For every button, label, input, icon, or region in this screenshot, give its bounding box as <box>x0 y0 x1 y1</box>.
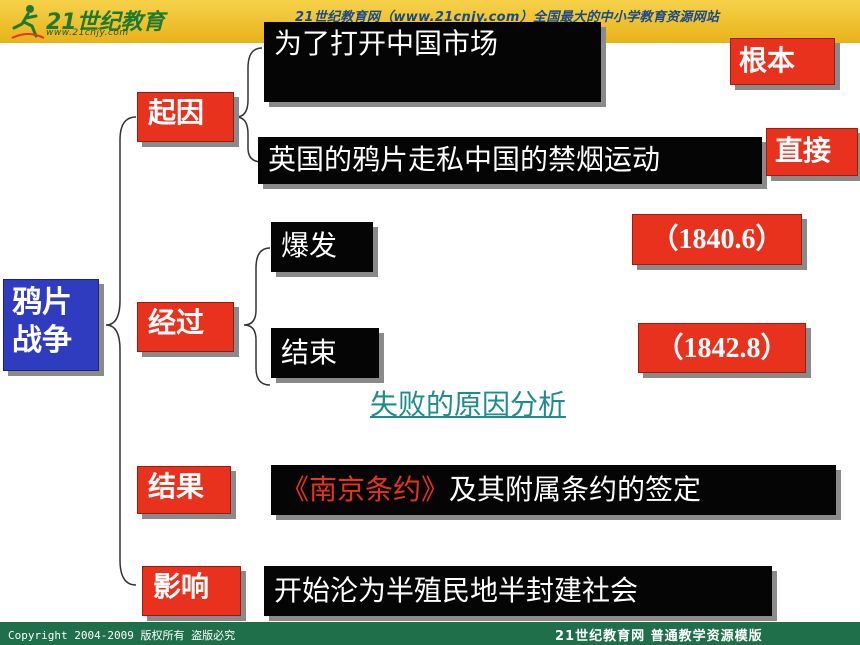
impact-text: 开始沦为半殖民地半封建社会 <box>264 566 772 616</box>
cause-fundamental-tag: 根本 <box>730 38 835 85</box>
process-end-text: 结束 <box>271 328 379 378</box>
cause-fundamental-text: 为了打开中国市场 <box>264 22 601 102</box>
logo-text: 21世纪教育 <box>46 10 165 35</box>
header-slogan: 21世纪教育网（www.21cnjy.com）全国最大的中小学教育资源网站 <box>295 10 720 25</box>
result-text: 《南京条约》及其附属条约的签定 <box>271 465 836 515</box>
footer-copyright: Copyright 2004-2009 版权所有 盗版必究 <box>8 629 236 642</box>
process-start-text: 爆发 <box>271 222 373 272</box>
running-figure-icon <box>11 5 45 39</box>
impact-label: 影响 <box>142 566 241 616</box>
process-end-date: （1842.8） <box>638 323 806 373</box>
root-label: 鸦片战争 <box>12 285 72 358</box>
logo-url[interactable]: www.21cnjy.com <box>46 28 129 38</box>
treaty-name: 《南京条约》 <box>281 473 450 506</box>
cause-label: 起因 <box>137 92 234 142</box>
footer-brand: 21世纪教育网 普通教学资源模版 <box>555 629 763 644</box>
process-label: 经过 <box>137 302 234 352</box>
treaty-rest: 及其附属条约的签定 <box>449 473 702 506</box>
root-node: 鸦片战争 <box>3 279 99 371</box>
result-label: 结果 <box>137 466 231 514</box>
failure-analysis-link[interactable]: 失败的原因分析 <box>370 388 567 421</box>
cause-direct-text: 英国的鸦片走私中国的禁烟运动 <box>258 137 762 184</box>
cause-direct-tag: 直接 <box>766 128 858 176</box>
footer-bar <box>0 622 860 645</box>
process-start-date: （1840.6） <box>632 214 802 265</box>
